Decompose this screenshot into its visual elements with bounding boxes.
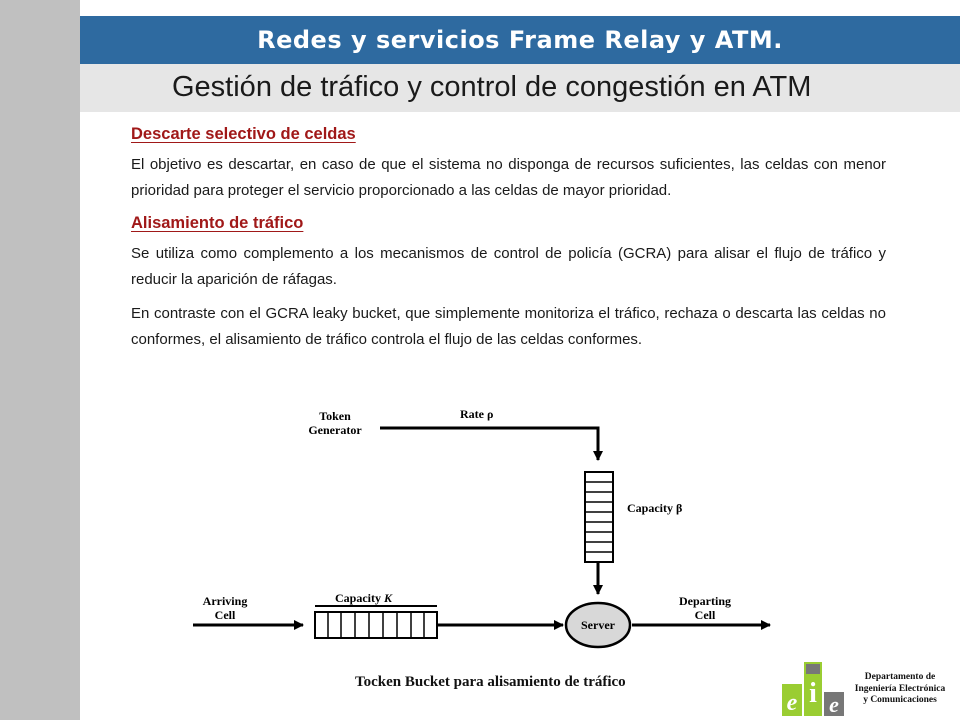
slide-content: Descarte selectivo de celdas El objetivo… [131,122,886,353]
token-generator-label-2: Generator [308,423,362,437]
cell-queue [314,611,438,639]
svg-text:i: i [809,678,817,709]
svg-text:e: e [787,690,798,716]
svg-text:e: e [829,692,839,717]
diagram-caption: Tocken Bucket para alisamiento de tráfic… [355,674,626,690]
arriving-cell-label: Arriving [203,594,248,608]
token-flow-line [380,426,603,461]
token-generator-label: Token [319,409,351,423]
paragraph-alisamiento-1: Se utiliza como complemento a los mecani… [131,245,886,288]
dept-line-2: Ingeniería Electrónica [854,683,946,694]
section-heading-alisamiento: Alisamiento de tráfico [131,214,304,232]
header-bar: Redes y servicios Frame Relay y ATM. [80,16,960,64]
header-title: Redes y servicios Frame Relay y ATM. [257,26,783,54]
server-label: Server [581,618,616,632]
dept-line-3: y Comunicaciones [863,695,937,705]
token-bucket [584,471,614,563]
slide-title: Gestión de tráfico y control de congesti… [172,71,812,103]
eie-logo: e i e [782,662,844,717]
paragraph-descarte: El objetivo es descartar, en caso de que… [131,156,886,199]
departing-cell-label: Departing [679,594,731,608]
capacity-beta-label: Capacity β [627,501,682,515]
left-band [0,0,80,720]
department-name: Departamento de Ingeniería Electrónica y… [842,672,958,707]
dept-line-1: Departamento de [864,672,936,682]
paragraph-alisamiento-2: En contraste con el GCRA leaky bucket, q… [131,305,886,348]
arriving-cell-label-2: Cell [215,608,236,622]
server-node [564,601,632,649]
section-heading-descarte: Descarte selectivo de celdas [131,125,356,143]
departing-cell-label-2: Cell [695,608,716,622]
rate-label: Rate ρ [460,407,493,421]
token-bucket-diagram: Token Generator Rate ρ Capacity β Arrivi… [193,407,771,649]
subheader-bar: Gestión de tráfico y control de congesti… [80,64,960,112]
capacity-k-label: Capacity K [335,591,393,605]
